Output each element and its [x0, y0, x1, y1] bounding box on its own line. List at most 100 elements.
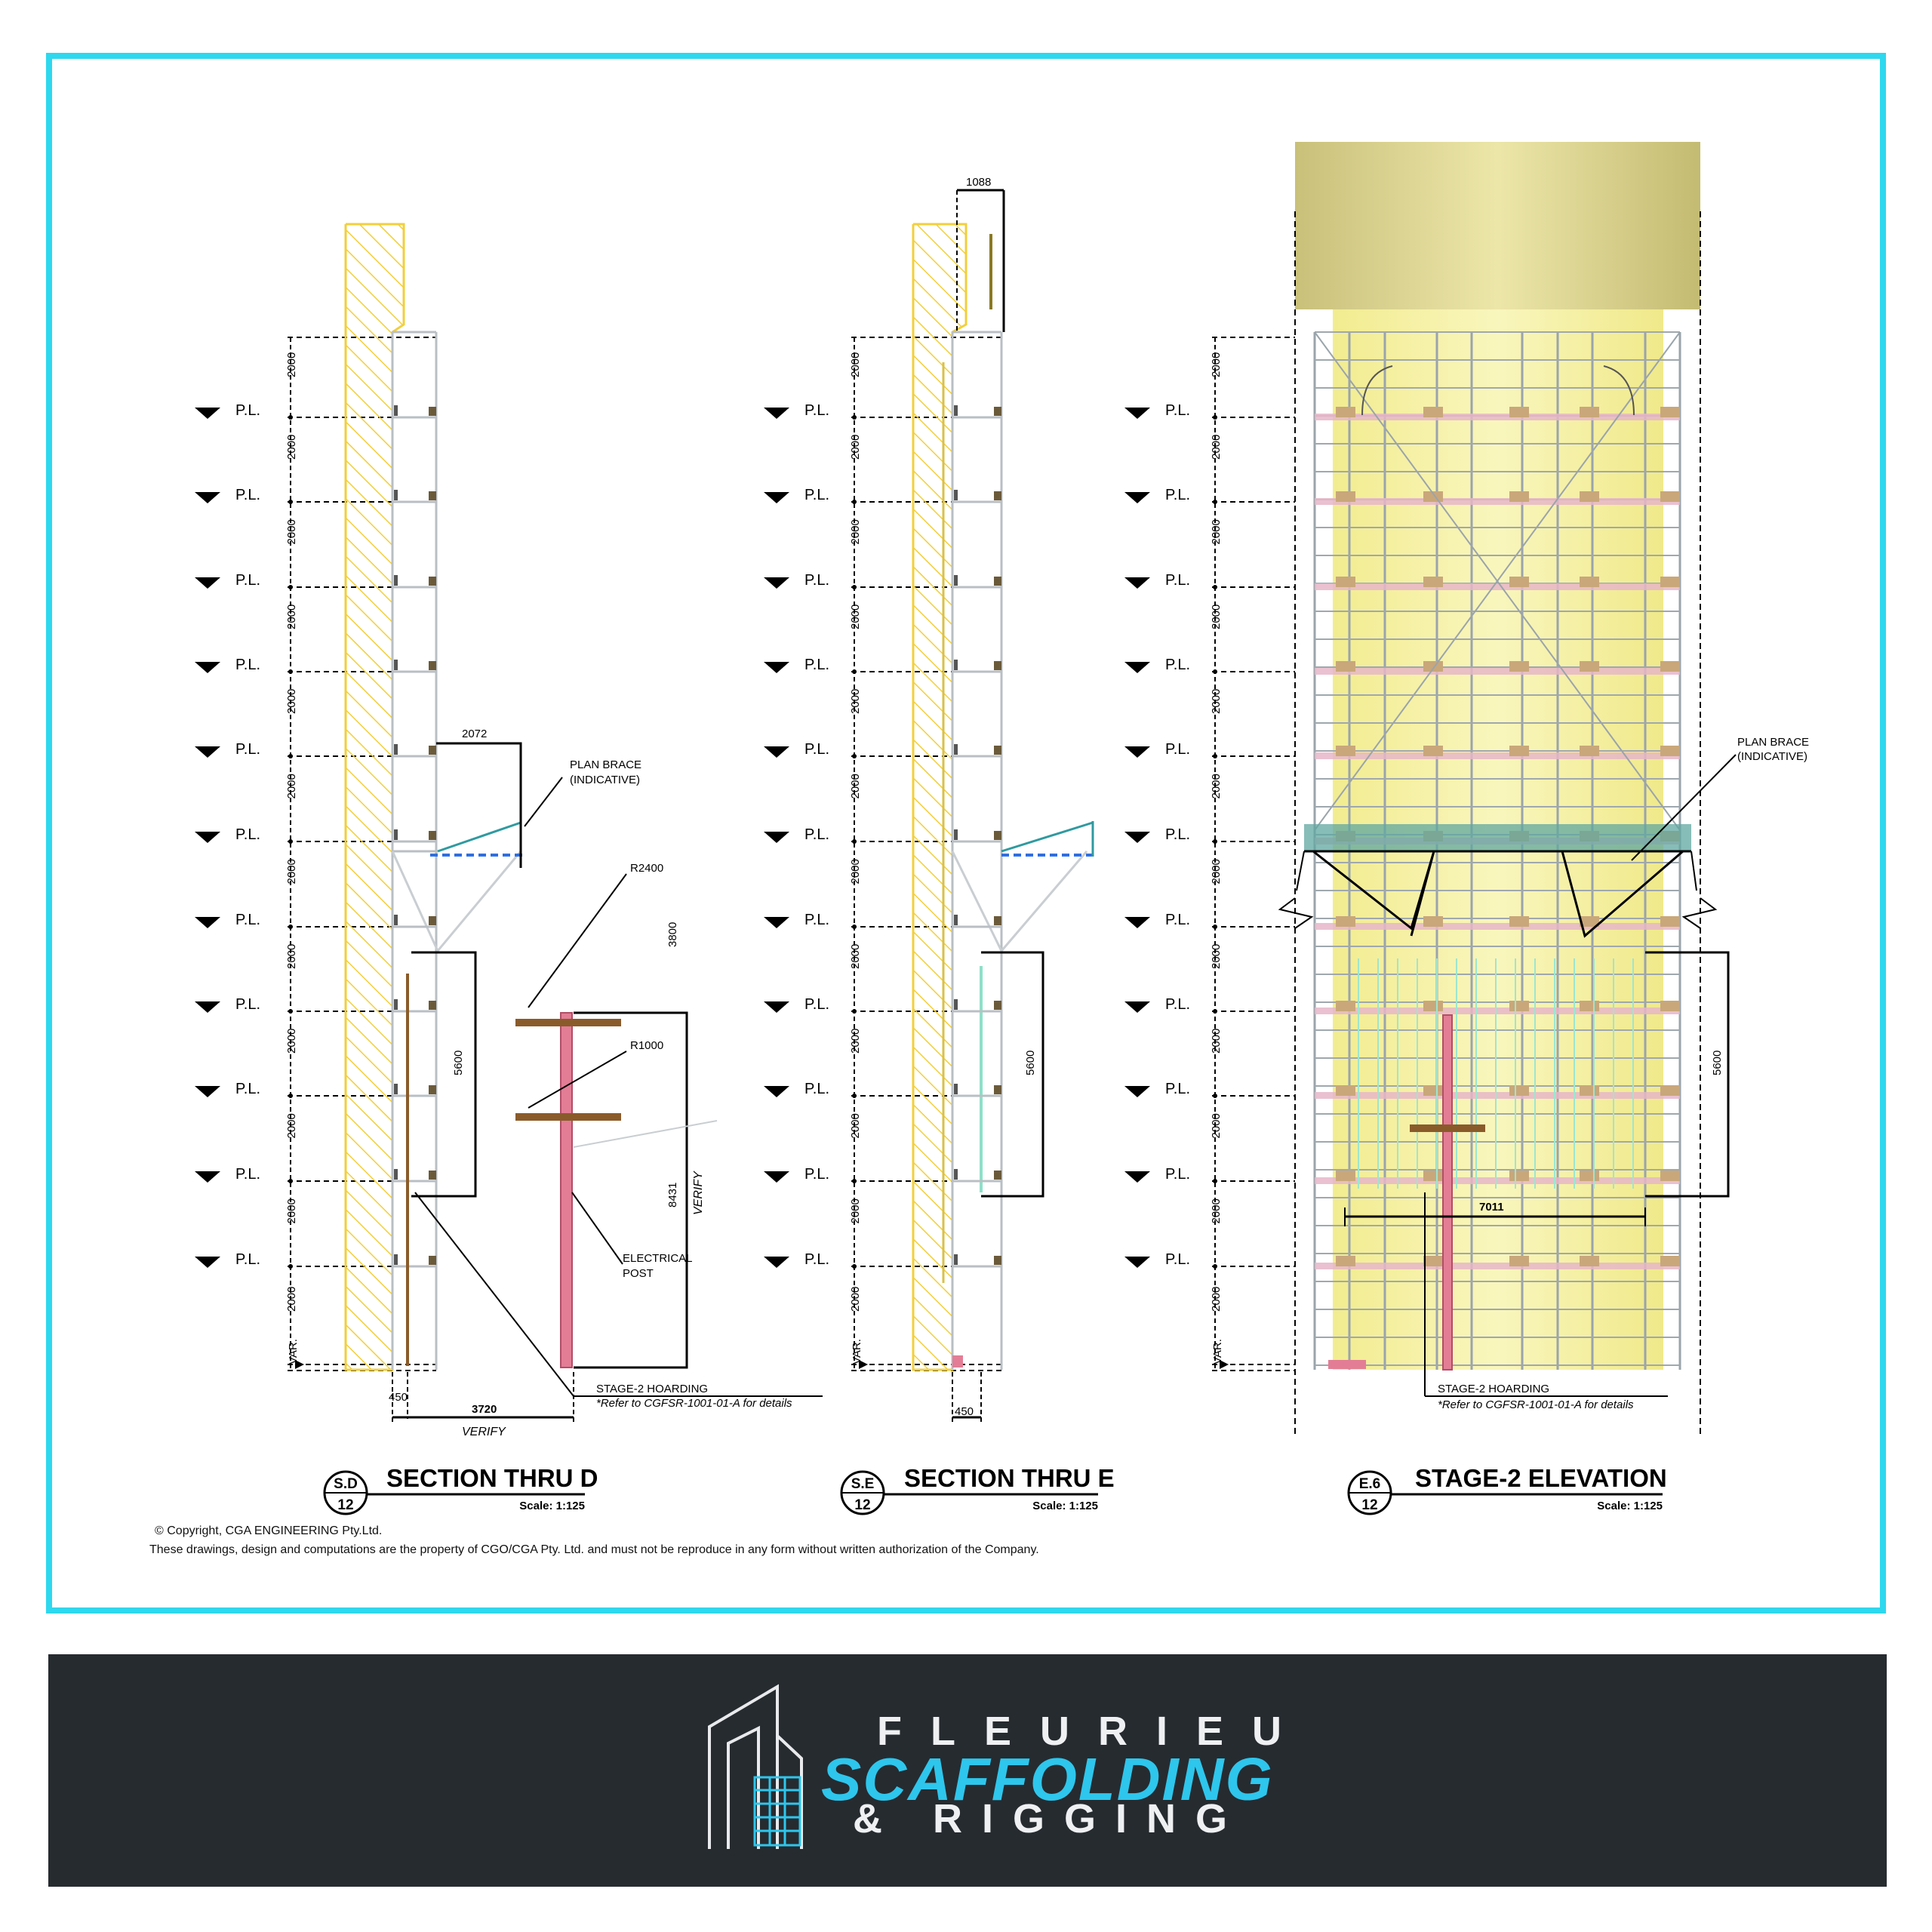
section-d-height-label-2: 2000 [285, 435, 298, 460]
elevation-level-marker-2 [1124, 492, 1150, 503]
section-d-level-marker-5 [195, 746, 220, 758]
section-d-pl-label-8: P.L. [235, 996, 260, 1013]
section-e-pl-label-1: P.L. [804, 402, 829, 419]
section-e-level-marker-10 [764, 1171, 789, 1183]
bubble-bottom-e: 12 [854, 1497, 870, 1513]
section-e-hoarding: 5600 [952, 951, 1044, 1367]
scale-e: Scale: 1:125 [1032, 1500, 1098, 1512]
elevation-var-label: VAR. [1211, 1339, 1224, 1364]
section-d-title-block: S.D 12 SECTION THRU D Scale: 1:125 [323, 1464, 598, 1515]
section-e-pl-label-2: P.L. [804, 487, 829, 503]
section-e-height-label-1: 2000 [849, 352, 862, 377]
section-d-height-label-5: 2000 [285, 689, 298, 714]
section-e-pl-label-7: P.L. [804, 912, 829, 928]
elevation-level-marker-3 [1124, 577, 1150, 589]
section-d-electrical-post: R2400 R1000 3800 8431 VERIFY ELECTRICAL … [515, 862, 718, 1369]
section-d-bottom-dims [392, 1372, 574, 1423]
section-e-plan-brace [1001, 821, 1094, 857]
elevation-height-label-6: 2000 [1210, 774, 1223, 798]
elevation-hoarding-post [1328, 1014, 1485, 1371]
break-line-right [1681, 897, 1718, 929]
section-e-level-marker-7 [764, 917, 789, 928]
section-e-level-marker-5 [764, 746, 789, 758]
section-d-height-label-8: 2000 [285, 944, 298, 969]
elevation-pl-label-3: P.L. [1165, 572, 1190, 589]
footer-bar [48, 1654, 1887, 1887]
dim-1088: 1088 [966, 176, 991, 189]
plan-brace-label: PLAN BRACE [570, 758, 641, 771]
section-e-title-block: S.E 12 SECTION THRU E Scale: 1:125 [840, 1464, 1115, 1515]
electrical-label: ELECTRICAL [623, 1252, 693, 1265]
section-e-pl-label-8: P.L. [804, 996, 829, 1013]
logo-line-2: SCAFFOLDING [821, 1746, 1274, 1813]
elevation-height-label-5: 2000 [1210, 689, 1223, 714]
section-e-top-dim: 1088 [956, 176, 1005, 332]
section-e-height-label-9: 2000 [849, 1029, 862, 1054]
section-e-pl-label-10: P.L. [804, 1166, 829, 1183]
section-e-height-label-8: 2000 [849, 944, 862, 969]
plan-brace-sub: (INDICATIVE) [570, 774, 640, 786]
section-d-height-label-11: 2000 [285, 1198, 298, 1223]
plan-brace-sub-e6: (INDICATIVE) [1737, 750, 1807, 763]
dim-450-d: 450 [389, 1391, 408, 1404]
elevation-level-marker-7 [1124, 917, 1150, 928]
elevation-level-marker-4 [1124, 662, 1150, 673]
title-section-d: SECTION THRU D [386, 1464, 598, 1492]
section-d-pl-label-4: P.L. [235, 657, 260, 673]
elevation-plan-brace-deck: PLAN BRACE (INDICATIVE) [1296, 736, 1809, 938]
section-e-level-marker-9 [764, 1086, 789, 1097]
dim-7011: 7011 [1479, 1201, 1504, 1214]
dim-5600-e6: 5600 [1711, 1051, 1724, 1075]
section-d-level-marker-6 [195, 832, 220, 843]
section-d-height-label-7: 2000 [285, 859, 298, 884]
hoarding-label-d: STAGE-2 HOARDING [596, 1383, 708, 1395]
copyright-line-2: These drawings, design and computations … [149, 1543, 1039, 1556]
section-d-level-marker-9 [195, 1086, 220, 1097]
elevation-level-marker-11 [1124, 1257, 1150, 1268]
section-e: P.L.P.L.P.L.P.L.P.L.P.L.P.L.P.L.P.L.P.L.… [764, 176, 1115, 1515]
section-d-pl-label-2: P.L. [235, 487, 260, 503]
elevation-height-label-2: 2000 [1210, 435, 1223, 460]
section-e-height-label-3: 2000 [849, 519, 862, 544]
tower-cap [1295, 142, 1700, 309]
elevation-levels: P.L.P.L.P.L.P.L.P.L.P.L.P.L.P.L.P.L.P.L.… [1124, 337, 1295, 1371]
section-d-height-label-10: 2000 [285, 1113, 298, 1138]
bubble-top-d: S.D [334, 1476, 358, 1492]
elevation: P.L.P.L.P.L.P.L.P.L.P.L.P.L.P.L.P.L.P.L.… [1124, 142, 1809, 1515]
r1000-label: R1000 [630, 1039, 663, 1052]
section-d-level-marker-1 [195, 408, 220, 419]
dim-2072: 2072 [462, 728, 487, 740]
elevation-pl-label-6: P.L. [1165, 826, 1190, 843]
section-e-pl-label-9: P.L. [804, 1081, 829, 1097]
section-e-pl-label-5: P.L. [804, 741, 829, 758]
section-d-pl-label-3: P.L. [235, 572, 260, 589]
elevation-pl-label-1: P.L. [1165, 402, 1190, 419]
elevation-height-label-12: 2000 [1210, 1287, 1223, 1312]
section-d-level-marker-4 [195, 662, 220, 673]
section-e-level-marker-11 [764, 1257, 789, 1268]
bubble-bottom-e6: 12 [1361, 1497, 1377, 1513]
section-d-level-marker-7 [195, 917, 220, 928]
elevation-pl-label-8: P.L. [1165, 996, 1190, 1013]
section-e-pl-label-11: P.L. [804, 1251, 829, 1268]
elevation-pl-label-7: P.L. [1165, 912, 1190, 928]
dim-3800: 3800 [666, 922, 679, 947]
section-d-level-marker-2 [195, 492, 220, 503]
section-e-height-label-6: 2000 [849, 774, 862, 798]
section-d-pl-label-5: P.L. [235, 741, 260, 758]
elevation-height-label-10: 2000 [1210, 1113, 1223, 1138]
elevation-height-label-3: 2000 [1210, 519, 1223, 544]
elevation-height-label-8: 2000 [1210, 944, 1223, 969]
section-d-plan-brace: 2072 PLAN BRACE (INDICATIVE) [430, 728, 641, 868]
section-d-pl-label-6: P.L. [235, 826, 260, 843]
section-d-level-marker-10 [195, 1171, 220, 1183]
elevation-pl-label-11: P.L. [1165, 1251, 1190, 1268]
section-d-level-marker-8 [195, 1001, 220, 1013]
elevation-level-marker-1 [1124, 408, 1150, 419]
section-d-level-marker-3 [195, 577, 220, 589]
section-d-pl-label-10: P.L. [235, 1166, 260, 1183]
section-e-level-marker-4 [764, 662, 789, 673]
section-d-level-marker-11 [195, 1257, 220, 1268]
section-e-var-label: VAR. [851, 1339, 863, 1364]
